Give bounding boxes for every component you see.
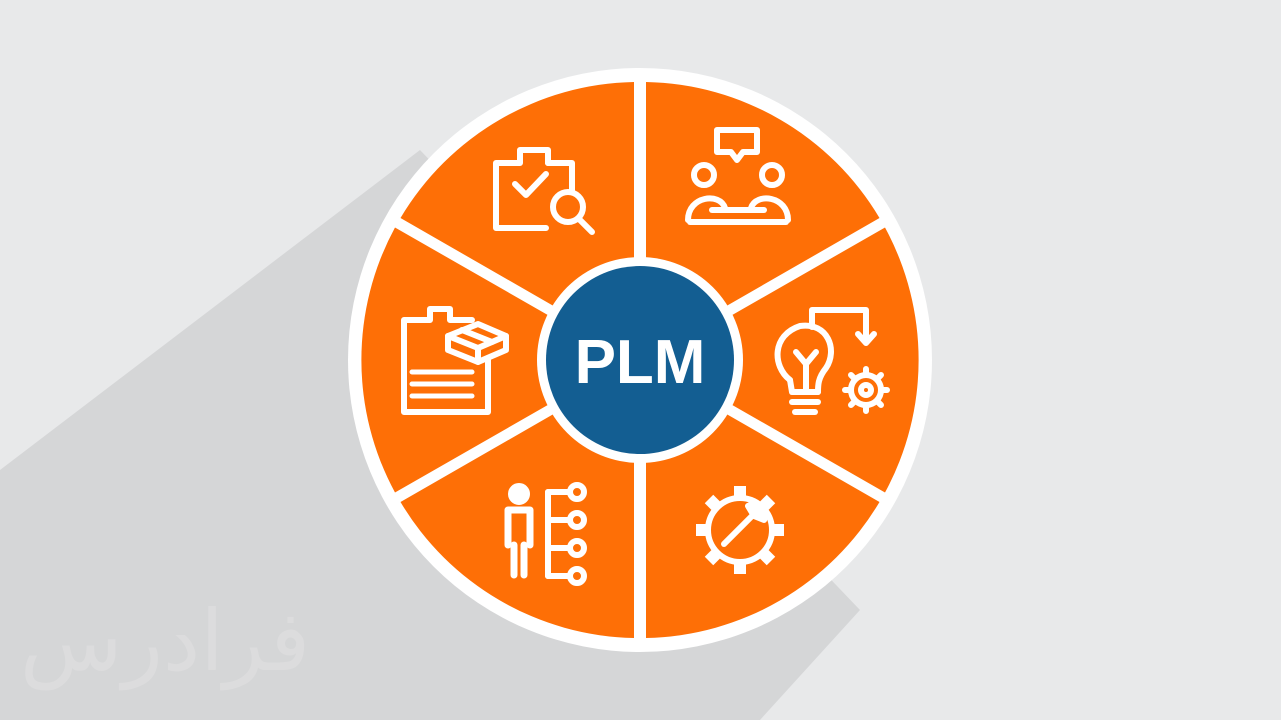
maintenance-gear-icon [696, 486, 784, 574]
segment-top-left [400, 82, 634, 312]
segment-bottom-right [646, 408, 880, 638]
organization-structure-icon [504, 482, 587, 586]
product-documentation-icon [401, 306, 509, 415]
quality-inspection-icon [493, 147, 595, 235]
watermark-logo: فرادرس [20, 592, 310, 691]
center-label: PLM [575, 328, 706, 397]
segment-right [720, 227, 919, 493]
segments-group [361, 82, 919, 638]
segment-left [361, 227, 560, 493]
team-meeting-icon [685, 127, 791, 225]
idea-to-process-icon [774, 307, 890, 415]
center-circle [546, 266, 734, 454]
